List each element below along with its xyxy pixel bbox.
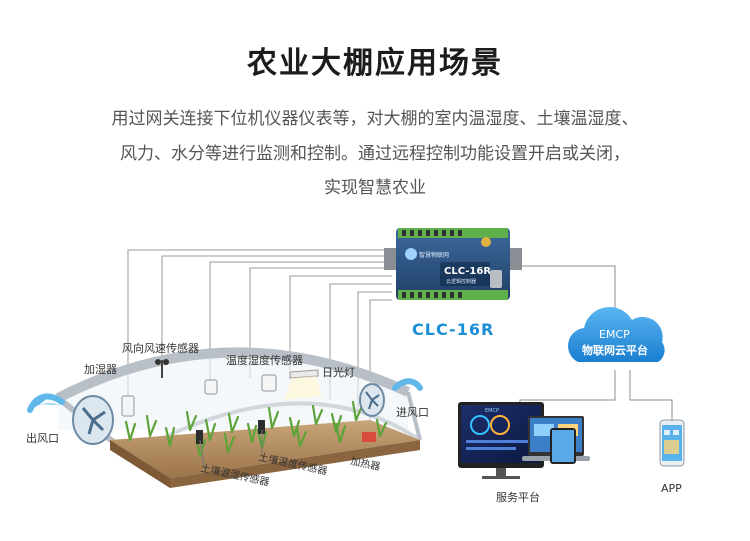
- app-label: APP: [661, 482, 682, 495]
- inlet-label: 进风口: [396, 406, 429, 419]
- temp-humidity-sensor-label: 温度湿度传感器: [226, 353, 303, 367]
- platform-label: 服务平台: [496, 490, 540, 504]
- soil-sensor-icon-2: [258, 420, 265, 434]
- description-line-1: 用过网关连接下位机仪器仪表等，对大棚的室内温湿度、土壤温湿度、: [111, 109, 639, 129]
- description-line-3: 实现智慧农业: [324, 178, 426, 198]
- device-model-label: CLC-16R: [412, 320, 494, 339]
- wind-sensor-icon: [155, 359, 169, 378]
- outlet-label: 出风口: [26, 431, 59, 445]
- platform-screen-title: EMCP: [485, 408, 499, 414]
- heater-icon: [362, 432, 376, 442]
- outlet-fan-icon: [72, 395, 114, 445]
- device-panel-sub: 云逻辑控制器: [446, 278, 476, 285]
- serial-port-icon: [490, 270, 502, 288]
- device-brand: 智慧物联网: [419, 251, 449, 259]
- inlet-arrow-icon: [392, 378, 423, 391]
- device-panel-model: CLC-16R: [444, 266, 491, 277]
- daylight-lamp-icon: [289, 369, 319, 379]
- greenhouse: [27, 347, 423, 488]
- gateway-logo-icon: [405, 248, 417, 260]
- soil-sensor-icon-1: [196, 430, 203, 444]
- temp-humidity-sensor-icon: [261, 374, 277, 392]
- page-title: 农业大棚应用场景: [247, 46, 503, 81]
- description-line-2: 风力、水分等进行监测和控制。通过远程控制功能设置开启或关闭，: [120, 144, 630, 164]
- cloud-line-1: EMCP: [599, 328, 630, 341]
- gateway-device: 智慧物联网 CLC-16R 云逻辑控制器: [384, 228, 522, 300]
- humidifier-label: 加湿器: [84, 363, 117, 376]
- daylight-lamp-label: 日光灯: [322, 365, 355, 379]
- phone-icon: [659, 419, 685, 467]
- cloud-line-2: 物联网云平台: [582, 343, 648, 357]
- wind-sensor-label: 风向风速传感器: [122, 341, 199, 355]
- cloud-icon: [568, 307, 665, 362]
- service-platform-screens: EMCP: [458, 402, 590, 479]
- inlet-fan-icon: [359, 383, 385, 417]
- humidifier-icon: [121, 395, 135, 417]
